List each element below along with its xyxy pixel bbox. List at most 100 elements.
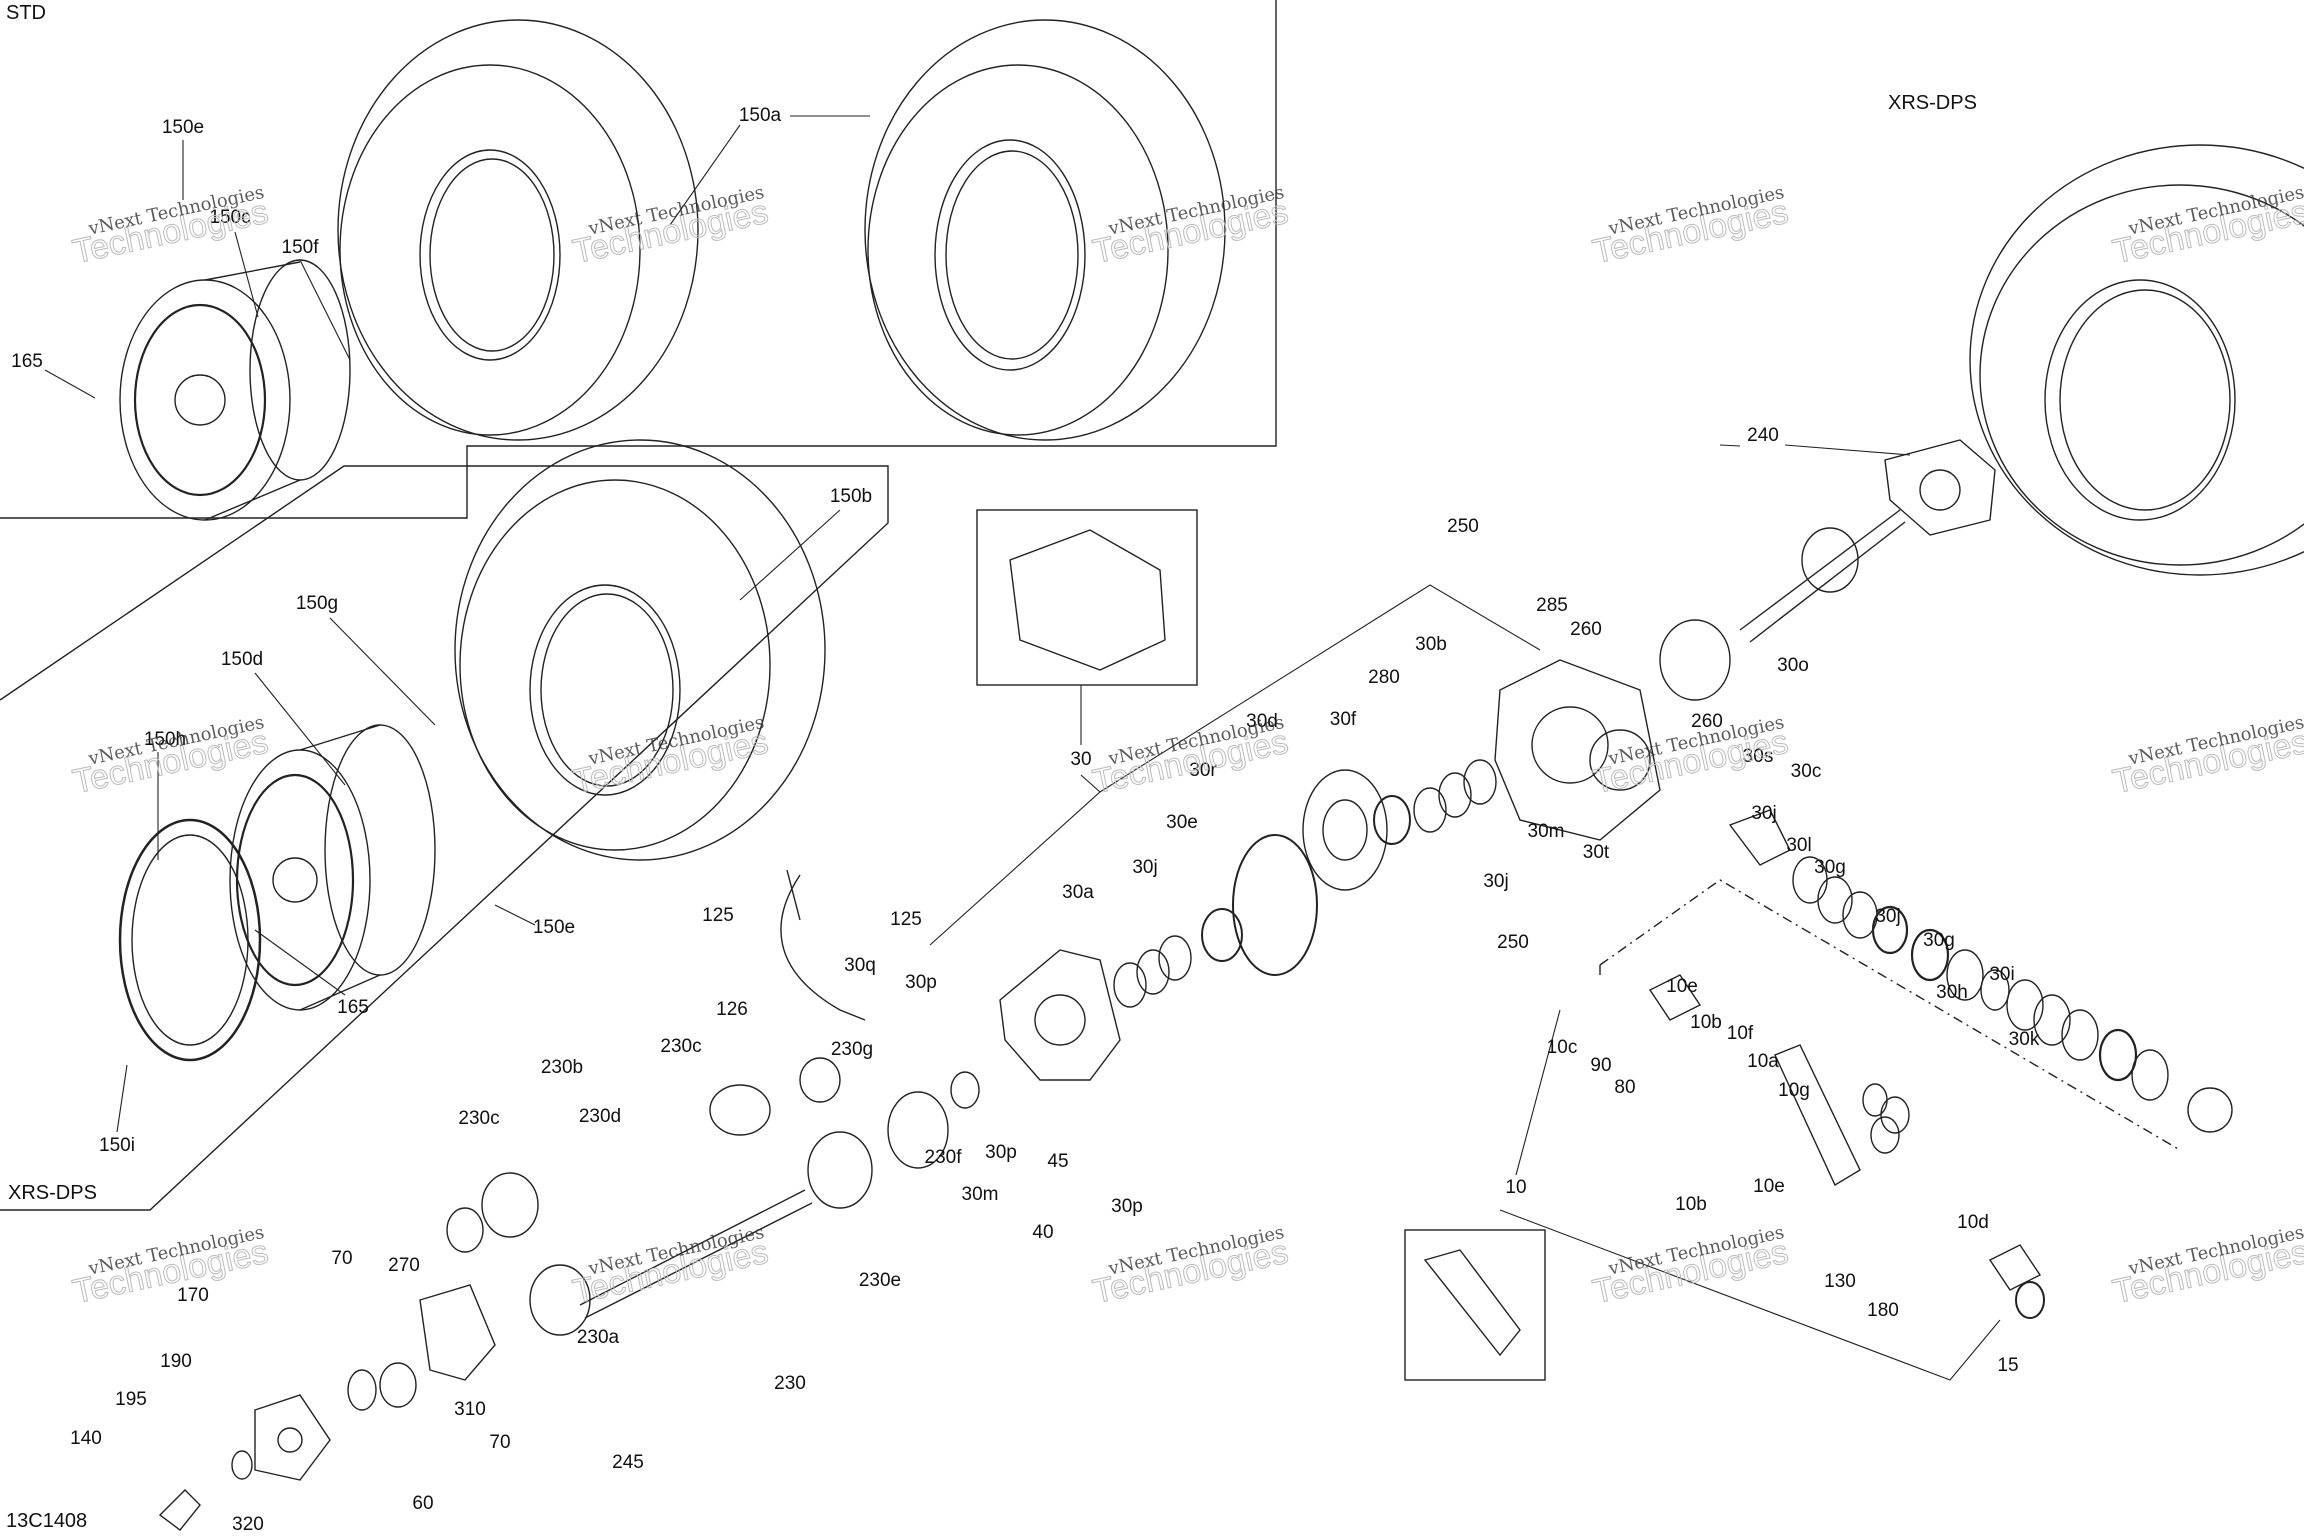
callout-30: 30: [1070, 749, 1092, 770]
seal-30m: [950, 1071, 980, 1109]
callout-230: 230: [774, 1373, 806, 1394]
callout-10d: 10d: [1957, 1212, 1989, 1233]
part-30d: [1302, 769, 1388, 891]
callout-30p: 30p: [1111, 1196, 1143, 1217]
boot-230b-inner: [481, 1172, 539, 1238]
callout-260: 260: [1570, 619, 1602, 640]
callout-30g: 30g: [1814, 857, 1846, 878]
cover-30a: [999, 949, 1121, 1081]
yoke-10d: [1988, 1244, 2042, 1291]
callout-230b: 230b: [540, 1057, 584, 1078]
callout-130: 130: [1824, 1271, 1856, 1292]
cap-140: [158, 1489, 201, 1531]
callout-230f: 230f: [924, 1147, 962, 1168]
bearing-270: [379, 1362, 417, 1408]
callout-10b: 10b: [1690, 1012, 1722, 1033]
callout-320: 320: [232, 1514, 264, 1535]
callout-30j: 30j: [1875, 906, 1901, 927]
section-label-std: STD: [6, 2, 46, 24]
wheel-150c: [119, 259, 351, 521]
callout-10c: 10c: [1546, 1037, 1578, 1058]
callout-45: 45: [1047, 1151, 1069, 1172]
callout-190: 190: [160, 1351, 192, 1372]
callout-240: 240: [1747, 425, 1779, 446]
xrs-section-frame: [0, 465, 889, 1211]
tire-xrs-right: [1969, 144, 2304, 576]
callout-250: 250: [1447, 516, 1479, 537]
callout-30b: 30b: [1415, 634, 1447, 655]
inset-box-10: [1404, 1229, 1546, 1381]
callout-230e: 230e: [858, 1270, 902, 1291]
hub-60: [254, 1394, 331, 1481]
callout-125: 125: [890, 909, 922, 930]
callout-30d: 30d: [1246, 711, 1278, 732]
callout-30s: 30s: [1742, 746, 1774, 767]
driveshaft-dashed-box: [1599, 879, 2181, 1151]
yoke-10c: [1648, 974, 1702, 1021]
hub-240: [1884, 439, 1996, 536]
callout-30h: 30h: [1936, 982, 1968, 1003]
pinion-ring-stack: [1792, 856, 2233, 1133]
callout-30e: 30e: [1166, 812, 1198, 833]
callout-10e: 10e: [1753, 1176, 1785, 1197]
callout-30q: 30q: [844, 955, 876, 976]
callout-30j: 30j: [1132, 857, 1158, 878]
callout-310: 310: [454, 1399, 486, 1420]
callout-230c: 230c: [660, 1036, 702, 1057]
o-ring-30r: [1232, 834, 1318, 976]
callout-280: 280: [1368, 667, 1400, 688]
section-label-xrs-left: XRS-DPS: [8, 1182, 97, 1204]
callout-150e: 150e: [161, 117, 205, 138]
callout-165: 165: [337, 997, 369, 1018]
circlip-310: [347, 1369, 377, 1411]
callout-165: 165: [11, 351, 43, 372]
inset-part-10: [1423, 1249, 1521, 1357]
callout-150e: 150e: [532, 917, 576, 938]
callout-30f: 30f: [1329, 709, 1357, 730]
boot-230g: [887, 1091, 949, 1169]
callout-230c: 230c: [458, 1108, 500, 1129]
callout-150g: 150g: [295, 593, 339, 614]
callout-260: 260: [1691, 711, 1723, 732]
callout-150c: 150c: [209, 207, 251, 228]
tire-150a-right: [864, 19, 1226, 441]
callout-170: 170: [177, 1285, 209, 1306]
callout-30m: 30m: [961, 1184, 999, 1205]
callout-150d: 150d: [220, 649, 264, 670]
tire-150b: [454, 439, 826, 861]
axle-shaft-right: [1659, 509, 1906, 701]
callout-15: 15: [1997, 1355, 2019, 1376]
bracket-126: [780, 874, 866, 1021]
pinion-30c: [1728, 809, 1791, 866]
callout-30p: 30p: [985, 1142, 1017, 1163]
callout-90: 90: [1590, 1055, 1612, 1076]
callout-10f: 10f: [1726, 1023, 1754, 1044]
callout-126: 126: [716, 999, 748, 1020]
diagram-id: 13C1408: [6, 1510, 88, 1532]
clamp-230c-2: [799, 1057, 841, 1103]
callout-140: 140: [70, 1428, 102, 1449]
axle-230: [529, 1131, 873, 1336]
slip-yoke: [1774, 1044, 1861, 1187]
section-label-xrs-right: XRS-DPS: [1888, 92, 1977, 114]
callout-60: 60: [412, 1493, 434, 1514]
std-section-frame: [0, 0, 1277, 519]
callout-40: 40: [1032, 1222, 1054, 1243]
leader-lines: [44, 115, 2001, 1381]
callout-230a: 230a: [576, 1327, 620, 1348]
callout-180: 180: [1867, 1300, 1899, 1321]
callout-150i: 150i: [99, 1135, 135, 1156]
callout-270: 270: [388, 1255, 420, 1276]
beadlock-ring-150h: [118, 818, 262, 1062]
knuckle-245: [419, 1284, 496, 1381]
callout-30j: 30j: [1751, 803, 1777, 824]
callout-245: 245: [612, 1452, 644, 1473]
bearing-30f: [1373, 795, 1411, 845]
callout-125: 125: [702, 905, 734, 926]
callout-70: 70: [489, 1432, 511, 1453]
callout-30r: 30r: [1189, 760, 1217, 781]
callout-150h: 150h: [143, 729, 187, 750]
callout-80: 80: [1614, 1077, 1636, 1098]
wheel-150d: [229, 724, 436, 1011]
